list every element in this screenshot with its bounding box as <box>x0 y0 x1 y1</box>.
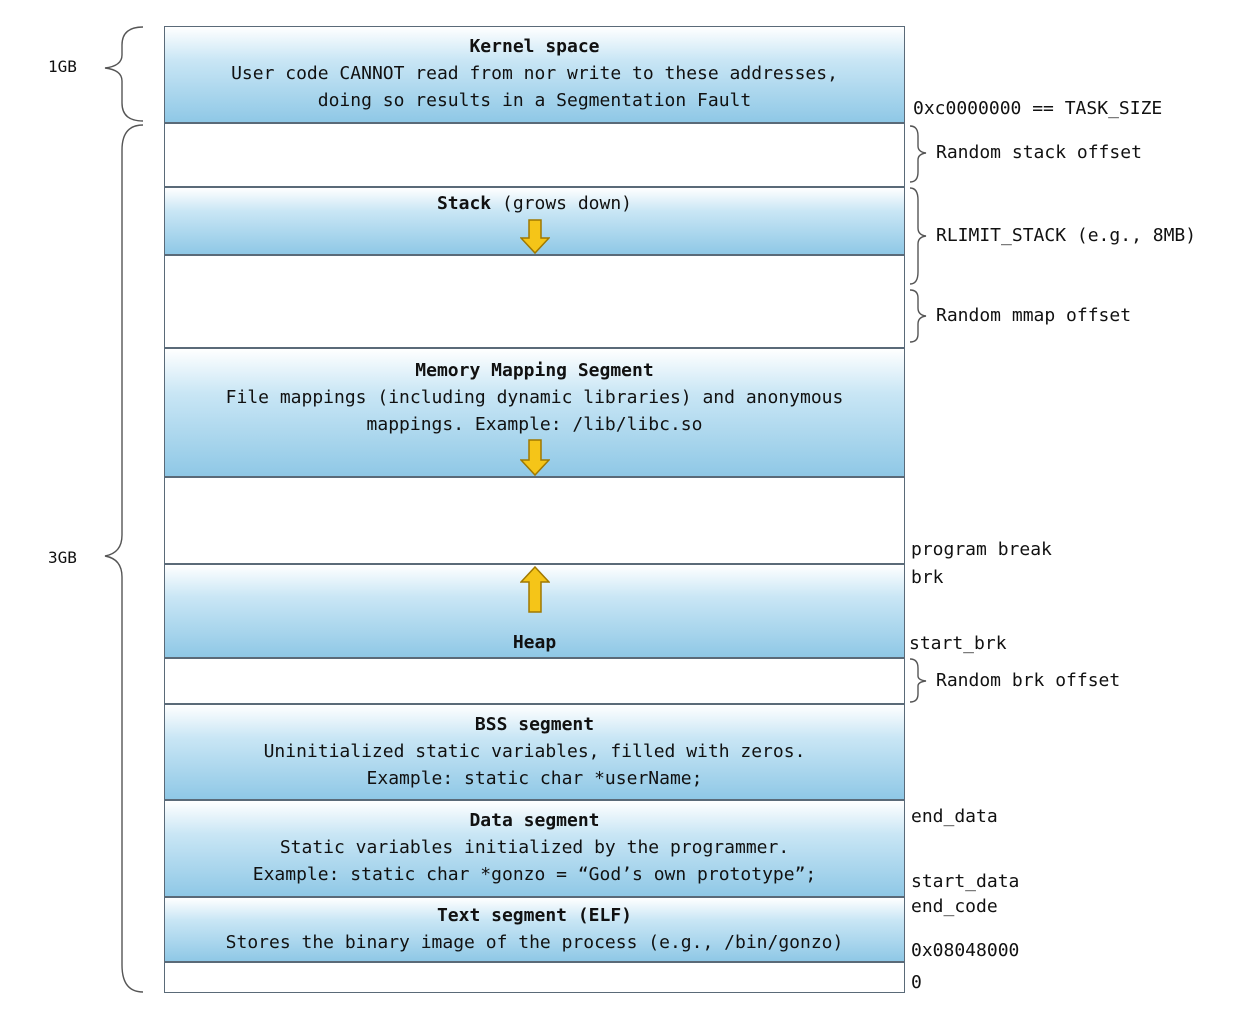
brk-label: brk <box>911 567 944 588</box>
bss-segment: BSS segment Uninitialized static variabl… <box>164 704 905 800</box>
random-mmap-offset-label: Random mmap offset <box>936 305 1132 326</box>
text-title: Text segment (ELF) <box>436 905 633 926</box>
text-start-address-label: 0x08048000 <box>911 940 1020 961</box>
bss-title: BSS segment <box>474 714 595 735</box>
kernel-space-desc-line1: User code CANNOT read from nor write to … <box>231 63 838 84</box>
kernel-space-title: Kernel space <box>469 36 600 57</box>
stack-segment: Stack (grows down) <box>164 187 905 255</box>
bss-desc-line1: Uninitialized static variables, filled w… <box>263 741 806 762</box>
bss-desc-line2: Example: static char *userName; <box>366 768 703 789</box>
user-size-label: 3GB <box>48 548 77 567</box>
arrow-down-icon <box>519 439 550 477</box>
memory-mapping-segment: Memory Mapping Segment File mappings (in… <box>164 348 905 477</box>
start-brk-label: start_brk <box>909 633 1007 654</box>
data-desc-line1: Static variables initialized by the prog… <box>279 837 790 858</box>
random-brk-offset-label: Random brk offset <box>936 670 1121 691</box>
null-page-gap <box>164 962 905 993</box>
task-size-label: 0xc0000000 == TASK_SIZE <box>913 98 1163 119</box>
mmap-desc-line1: File mappings (including dynamic librari… <box>225 387 844 408</box>
text-desc-line1: Stores the binary image of the process (… <box>225 932 844 953</box>
rlimit-stack-brace-icon <box>909 187 927 285</box>
zero-address-label: 0 <box>911 972 922 993</box>
unmapped-gap <box>164 477 905 564</box>
random-mmap-gap <box>164 255 905 348</box>
heap-segment: Heap <box>164 564 905 658</box>
kernel-space-desc-line2: doing so results in a Segmentation Fault <box>317 90 752 111</box>
stack-title-suffix: (grows down) <box>491 193 633 214</box>
program-break-label: program break <box>911 539 1052 560</box>
kernel-space-segment: Kernel space User code CANNOT read from … <box>164 26 905 123</box>
mmap-title: Memory Mapping Segment <box>415 360 654 381</box>
random-brk-brace-icon <box>909 658 927 703</box>
data-title: Data segment <box>469 810 600 831</box>
random-stack-brace-icon <box>909 125 927 183</box>
user-size-brace-icon <box>104 124 144 993</box>
text-segment: Text segment (ELF) Stores the binary ima… <box>164 897 905 962</box>
arrow-up-icon <box>519 566 550 613</box>
arrow-down-icon <box>519 219 550 255</box>
start-data-label: start_data <box>911 871 1020 892</box>
stack-title-line: Stack (grows down) <box>165 190 904 217</box>
random-stack-offset-label: Random stack offset <box>936 142 1142 163</box>
heap-title: Heap <box>512 632 557 653</box>
mmap-desc-line2: mappings. Example: /lib/libc.so <box>366 414 703 435</box>
kernel-size-brace-icon <box>104 26 144 122</box>
data-desc-line2: Example: static char *gonzo = “God’s own… <box>252 864 817 885</box>
random-mmap-brace-icon <box>909 289 927 343</box>
rlimit-stack-label: RLIMIT_STACK (e.g., 8MB) <box>936 225 1197 246</box>
data-segment: Data segment Static variables initialize… <box>164 800 905 897</box>
kernel-size-label: 1GB <box>48 57 77 76</box>
stack-title: Stack <box>436 193 492 214</box>
random-stack-gap <box>164 123 905 187</box>
end-code-label: end_code <box>911 896 998 917</box>
end-data-label: end_data <box>911 806 998 827</box>
random-brk-gap <box>164 658 905 704</box>
